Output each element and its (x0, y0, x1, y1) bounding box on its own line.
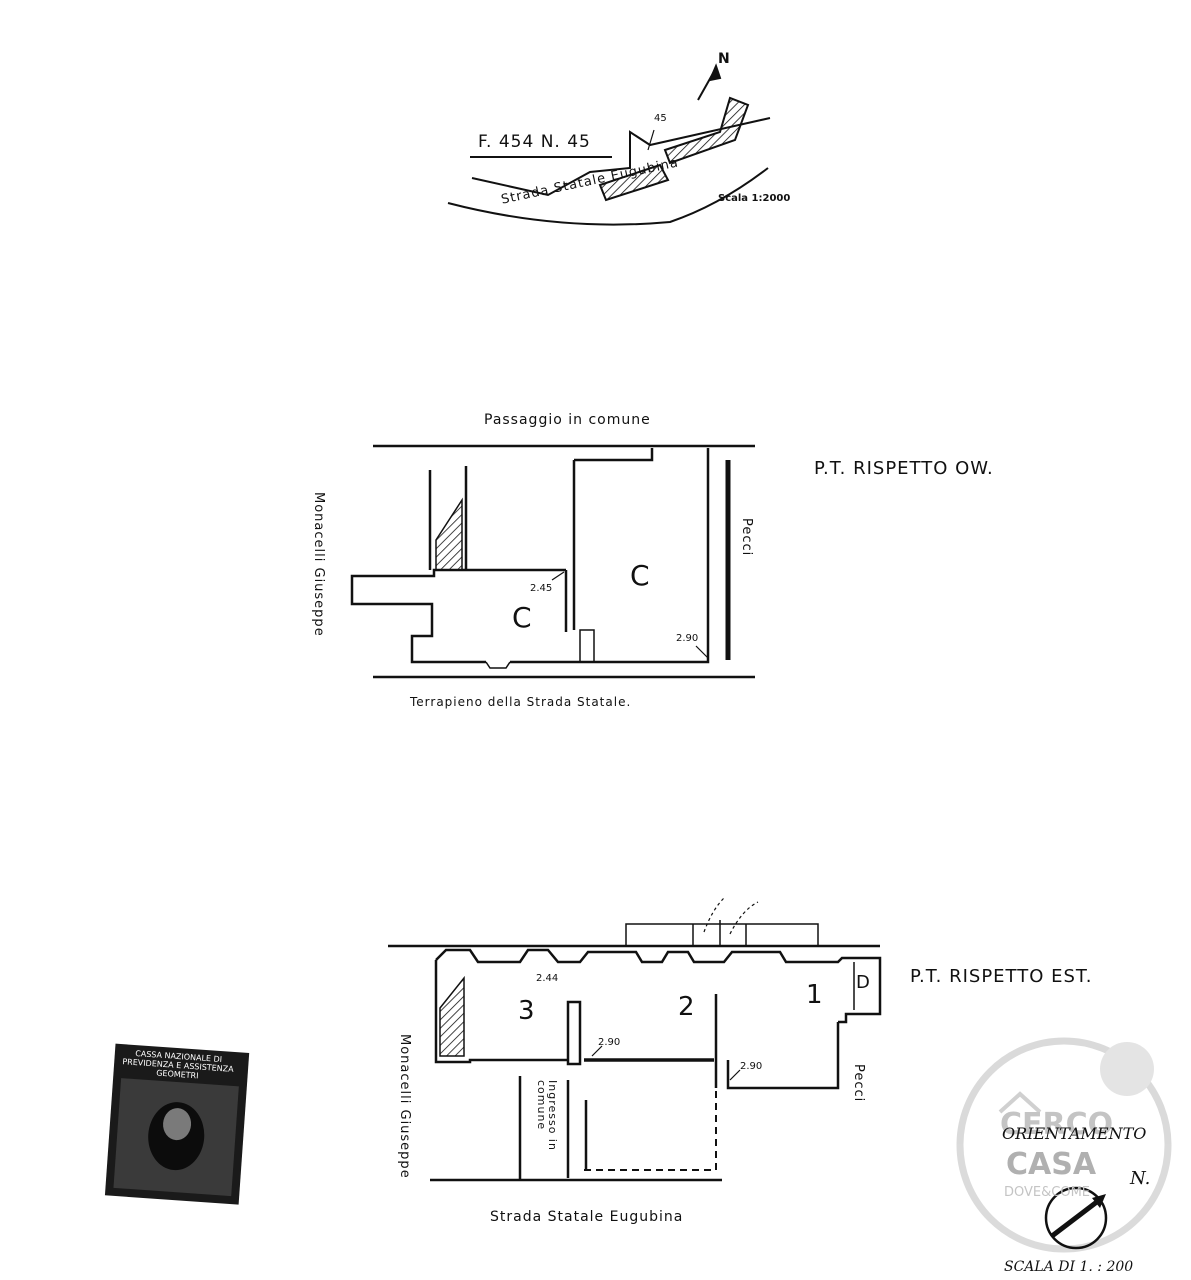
east-right-label: Pecci (851, 1064, 866, 1103)
watermark-dot (1100, 1042, 1154, 1096)
site-plan (447, 63, 771, 226)
watermark-ring (956, 1037, 1172, 1253)
east-height-c: 2.90 (740, 1061, 763, 1072)
west-right-label: Pecci (739, 518, 754, 557)
east-title: P.T. RISPETTO EST. (910, 966, 1093, 987)
west-bottom-label: Terrapieno della Strada Statale. (410, 695, 632, 709)
site-scale: Scala 1:2000 (718, 193, 791, 204)
west-title: P.T. RISPETTO OW. (814, 458, 994, 479)
pillar (566, 1000, 582, 1066)
compass-ring (1044, 1186, 1108, 1250)
stair-hatching-east (439, 975, 465, 1057)
wall-north-large (574, 448, 654, 462)
height-pointer-d (729, 1069, 741, 1081)
parcel-pointer (647, 129, 655, 151)
legend-north: N. (1130, 1168, 1151, 1189)
projection-pointer (703, 897, 725, 933)
door-jamb (579, 629, 595, 662)
compass (1044, 1186, 1108, 1250)
stair-hatching (435, 497, 463, 571)
east-left-label: Monacelli Giuseppe (397, 1034, 412, 1179)
parcel-number: 45 (654, 113, 667, 124)
west-height-a: 2.45 (530, 583, 553, 594)
room-small-label: C (512, 601, 532, 634)
room-2-label: 2 (678, 992, 695, 1022)
wall-east (580, 448, 710, 664)
dashed-extension (584, 1070, 717, 1171)
site-north-label: N (718, 51, 730, 67)
plan-east (388, 897, 882, 1182)
orientation-label: ORIENTAMENTO (1002, 1124, 1147, 1143)
east-room-wall (726, 1022, 840, 1090)
west-height-b: 2.90 (676, 633, 699, 644)
height-pointer-a (551, 571, 565, 581)
room-d-label: D (856, 972, 870, 993)
east-height-a: 2.44 (536, 973, 559, 984)
compass-arrow-head (1092, 1194, 1106, 1208)
room-1-label: 1 (806, 980, 823, 1010)
entry-label: Ingresso in comune (535, 1080, 559, 1151)
watermark-line-3: DOVE&COME (1004, 1185, 1090, 1200)
watermark-line-1: CERCO (1000, 1107, 1114, 1142)
west-left-label: Monacelli Giuseppe (311, 492, 326, 637)
east-height-b: 2.90 (598, 1037, 621, 1048)
room-3-label: 3 (518, 996, 535, 1026)
parcel-building-west (598, 163, 670, 202)
wall-small-room (350, 568, 566, 664)
plan-west (350, 444, 755, 679)
small-opening (485, 661, 511, 669)
watermark-line-2: CASA (1006, 1147, 1097, 1182)
road-edge-south (447, 167, 769, 226)
parcel-building-east (663, 96, 750, 165)
west-top-label: Passaggio in comune (484, 412, 651, 428)
projection-band (625, 923, 819, 947)
stamp-face (163, 1108, 192, 1141)
room-large-label: C (630, 559, 650, 592)
height-pointer-c (591, 1045, 603, 1057)
projection-pointer-2 (729, 901, 759, 935)
watermark-logo (956, 1037, 1172, 1253)
east-bottom-label: Strada Statale Eugubina (490, 1209, 684, 1225)
north-wall (435, 948, 882, 1024)
house-icon (998, 1091, 1042, 1114)
north-arrow-head (708, 63, 722, 82)
compass-needle (1050, 1196, 1104, 1238)
height-pointer-b (695, 645, 709, 659)
revenue-stamp (104, 1043, 250, 1205)
west-wall (434, 960, 568, 1064)
legend-scale: SCALA DI 1. : 200 (1004, 1259, 1134, 1275)
sheet-label: F. 454 N. 45 (478, 132, 591, 152)
